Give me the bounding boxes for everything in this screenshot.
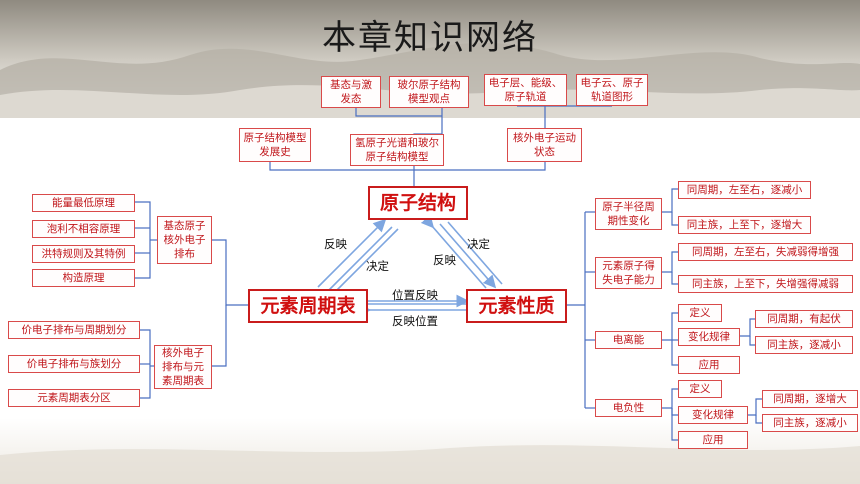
edge-label-decide-right: 决定 [467,237,490,251]
node-group-division: 价电子排布与族划分 [8,355,140,373]
node-gl-group: 同主族，上至下，失增强得减弱 [678,275,853,293]
page-title: 本章知识网络 [322,18,538,58]
node-shell-level: 电子层、能级、原子轨道 [484,74,567,106]
node-lowest-energy: 能量最低原理 [32,194,135,212]
node-element-properties: 元素性质 [466,289,567,323]
node-periodic-table: 元素周期表 [248,289,368,323]
node-ion-use: 应用 [678,356,740,374]
node-ground-config: 基态原子核外电子排布 [157,216,212,264]
node-motion-state: 核外电子运动状态 [507,128,582,162]
edge-label-position-reflect: 位置反映 [392,288,438,302]
node-period-division: 价电子排布与周期划分 [8,321,140,339]
node-ion-period: 同周期，有起伏 [755,310,853,328]
node-ground-excited: 基态与激发态 [321,76,381,108]
node-gl-period: 同周期，左至右，失减弱得增强 [678,243,853,261]
node-radius-group: 同主族，上至下，逐增大 [678,216,811,234]
node-config-table: 核外电子排布与元素周期表 [154,345,212,389]
edge-label-reflect-position: 反映位置 [392,314,438,328]
node-en-group: 同主族，逐减小 [762,414,858,432]
node-aufbau: 构造原理 [32,269,135,287]
node-en-definition: 定义 [678,380,722,398]
node-gain-lose: 元素原子得失电子能力 [595,257,662,289]
node-bohr-model: 玻尔原子结构模型观点 [389,76,469,108]
node-ionization: 电离能 [595,331,662,349]
node-electronegativity: 电负性 [595,399,662,417]
node-pauli: 泡利不相容原理 [32,220,135,238]
node-radius-period: 同周期，左至右，逐减小 [678,181,811,199]
node-ion-group: 同主族，逐减小 [755,336,853,354]
node-en-period: 同周期，逐增大 [762,390,858,408]
node-atomic-structure: 原子结构 [368,186,468,220]
node-electron-cloud: 电子云、原子轨道图形 [576,74,648,106]
node-hund: 洪特规则及其特例 [32,245,135,263]
node-radius: 原子半径周期性变化 [595,198,662,230]
node-en-rule: 变化规律 [678,406,748,424]
edge-label-reflect-left: 反映 [324,237,347,251]
node-ion-rule: 变化规律 [678,328,740,346]
node-en-use: 应用 [678,431,748,449]
node-hydrogen-spectrum: 氢原子光谱和玻尔原子结构模型 [350,134,444,166]
node-ion-definition: 定义 [678,304,722,322]
node-block-division: 元素周期表分区 [8,389,140,407]
edge-label-reflect-right: 反映 [433,253,456,267]
edge-label-decide-left: 决定 [366,259,389,273]
node-model-history: 原子结构模型发展史 [239,128,311,162]
